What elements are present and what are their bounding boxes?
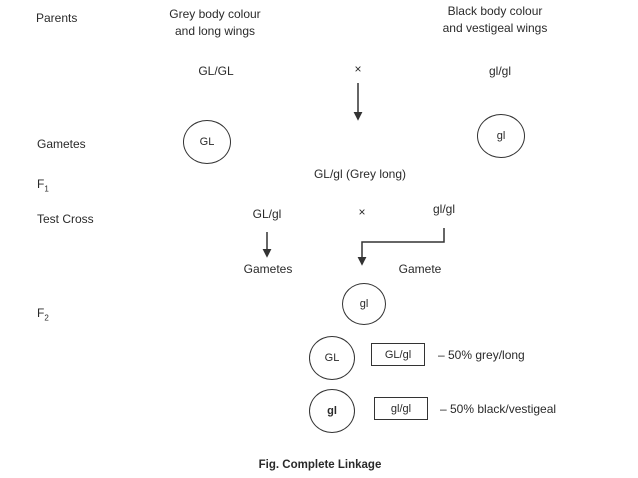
f1-label: F1	[37, 177, 49, 196]
f2-row1-gamete-circle: GL	[309, 336, 355, 380]
gamete-right-circle: gl	[477, 114, 525, 158]
gamete-left-text: GL	[199, 136, 215, 148]
test-cross-left-gametes-label: Gametes	[243, 262, 293, 276]
f2-row2-gamete-text: gl	[327, 405, 337, 417]
parent-right-description: Black body colour and vestigeal wings	[410, 4, 580, 35]
f2-row1-result: – 50% grey/long	[438, 348, 525, 362]
parent-right-line2: and vestigeal wings	[442, 21, 548, 35]
f1-label-letter: F	[37, 177, 45, 191]
f2-label-letter: F	[37, 306, 45, 320]
gametes-label: Gametes	[37, 137, 86, 151]
test-cross-label: Test Cross	[37, 212, 94, 226]
f2-gamete-text: gl	[359, 298, 369, 310]
f1-offspring: GL/gl (Grey long)	[313, 167, 407, 181]
test-cross-sign: ×	[358, 205, 366, 219]
f2-row2-genotype-text: gl/gl	[390, 402, 412, 415]
f2-gamete-circle: gl	[342, 283, 386, 325]
parents-cross-sign: ×	[354, 62, 362, 76]
test-cross-right-genotype: gl/gl	[432, 202, 455, 216]
gamete-right-text: gl	[496, 130, 506, 142]
f2-label-subscript: 2	[44, 313, 49, 323]
parent-right-genotype: gl/gl	[488, 64, 511, 78]
gamete-left-circle: GL	[183, 120, 231, 164]
parent-left-line1: Grey body colour	[169, 7, 261, 21]
parent-left-line2: and long wings	[174, 24, 256, 38]
f2-row2-gamete-circle: gl	[309, 389, 355, 433]
parent-left-genotype: GL/GL	[198, 64, 234, 78]
parent-left-description: Grey body colour and long wings	[140, 7, 290, 38]
test-cross-left-genotype: GL/gl	[252, 207, 282, 221]
parent-right-line1: Black body colour	[447, 4, 543, 18]
test-cross-right-gamete-label: Gamete	[398, 262, 442, 276]
f2-row1-gamete-text: GL	[324, 352, 340, 364]
f1-label-subscript: 1	[44, 184, 49, 194]
f2-row1-genotype-text: GL/gl	[384, 348, 412, 361]
f2-row2-result: – 50% black/vestigeal	[440, 402, 557, 416]
test-cross-right-connector	[357, 228, 445, 266]
parents-label: Parents	[36, 11, 78, 25]
figure-caption: Fig. Complete Linkage	[258, 459, 382, 471]
f2-label: F2	[37, 306, 49, 325]
f2-row1-genotype-box: GL/gl	[371, 343, 425, 366]
f2-row2-genotype-box: gl/gl	[374, 397, 428, 420]
